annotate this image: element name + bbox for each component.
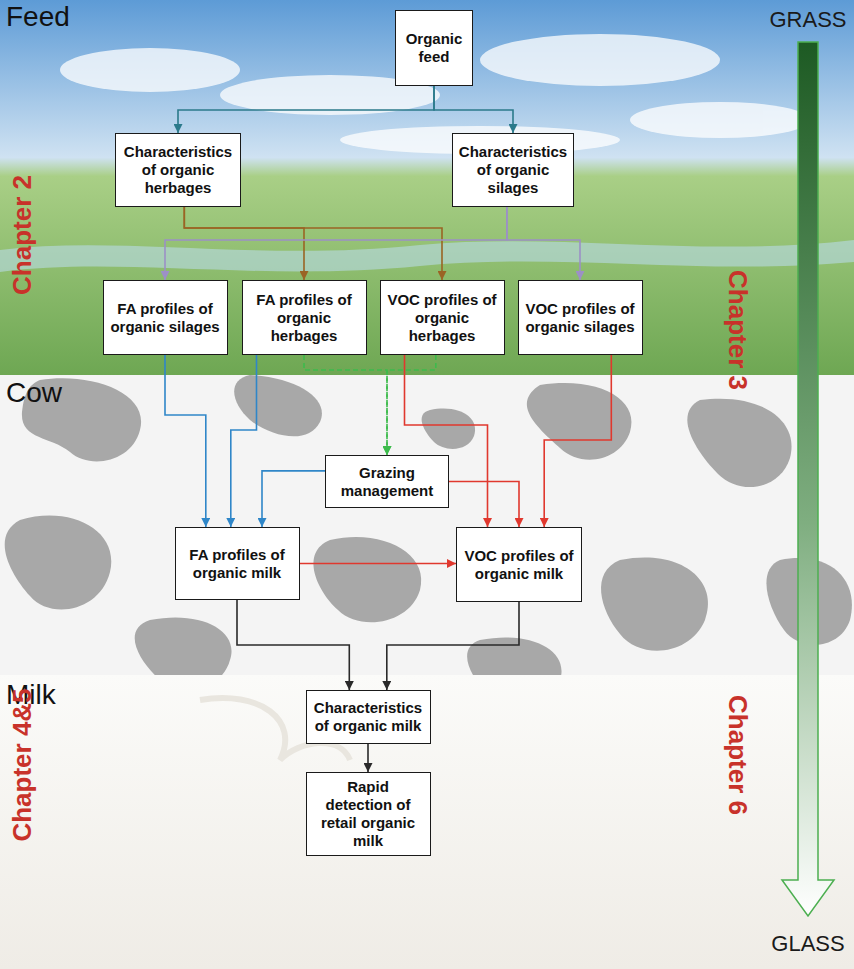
connector-arrow xyxy=(300,563,457,565)
process-box: VOC profiles of organic milk xyxy=(456,527,582,602)
connector-arrow xyxy=(184,207,442,280)
process-box: FA profiles of organic herbages xyxy=(242,280,367,355)
process-box: Characteristics of organic milk xyxy=(306,690,431,744)
process-box: FA profiles of organic milk xyxy=(175,527,300,600)
process-box: VOC profiles of organic herbages xyxy=(380,280,505,355)
connector-arrow xyxy=(449,482,519,528)
section-label: Feed xyxy=(6,2,70,33)
gradient-end-label: GRASS xyxy=(769,8,846,32)
connector-arrow xyxy=(165,355,206,527)
connector-arrow xyxy=(304,355,387,455)
chapter-label: Chapter 6 xyxy=(724,695,753,815)
process-box: FA profiles of organic silages xyxy=(103,280,228,355)
milk-photo xyxy=(0,675,854,969)
section-label: Cow xyxy=(6,378,62,409)
connector-arrow xyxy=(262,471,325,527)
gradient-end-label: GLASS xyxy=(771,932,844,956)
connector-arrow xyxy=(434,86,513,133)
chapter-label: Chapter 3 xyxy=(724,270,753,390)
connector-arrow xyxy=(184,207,304,280)
connector-arrow xyxy=(367,744,369,772)
box-label: Grazing management xyxy=(332,464,442,500)
process-box: VOC profiles of organic silages xyxy=(518,280,643,355)
process-box: Characteristics of organic silages xyxy=(452,133,574,207)
box-label: VOC profiles of organic herbages xyxy=(387,291,498,345)
river xyxy=(0,240,854,272)
connector-arrow xyxy=(165,207,507,280)
cow-hide xyxy=(0,375,854,675)
connector-arrow xyxy=(178,86,434,133)
box-label: Rapid detection of retail organic milk xyxy=(313,778,424,850)
box-label: Characteristics of organic herbages xyxy=(122,143,234,197)
box-label: FA profiles of organic herbages xyxy=(249,291,360,345)
box-label: VOC profiles of organic silages xyxy=(525,300,636,336)
connector-arrow xyxy=(387,355,436,455)
connector-arrow xyxy=(507,207,580,280)
process-box: Organic feed xyxy=(395,10,473,86)
chapter-label: Chapter 4&5 xyxy=(8,688,37,841)
cow-spots xyxy=(5,375,852,675)
box-label: Characteristics of organic silages xyxy=(459,143,567,197)
connector-arrow xyxy=(544,355,611,527)
box-label: FA profiles of organic silages xyxy=(110,300,221,336)
box-label: FA profiles of organic milk xyxy=(182,546,293,582)
connector-arrow xyxy=(237,600,349,690)
connector-arrow xyxy=(387,602,519,690)
box-label: VOC profiles of organic milk xyxy=(463,547,575,583)
process-box: Characteristics of organic herbages xyxy=(115,133,241,207)
connector-arrow xyxy=(231,355,257,527)
box-label: Organic feed xyxy=(402,30,466,66)
process-box: Rapid detection of retail organic milk xyxy=(306,772,431,856)
box-label: Characteristics of organic milk xyxy=(313,699,424,735)
gradient-arrow xyxy=(782,42,834,916)
chapter-label: Chapter 2 xyxy=(8,175,37,295)
process-box: Grazing management xyxy=(325,455,449,508)
